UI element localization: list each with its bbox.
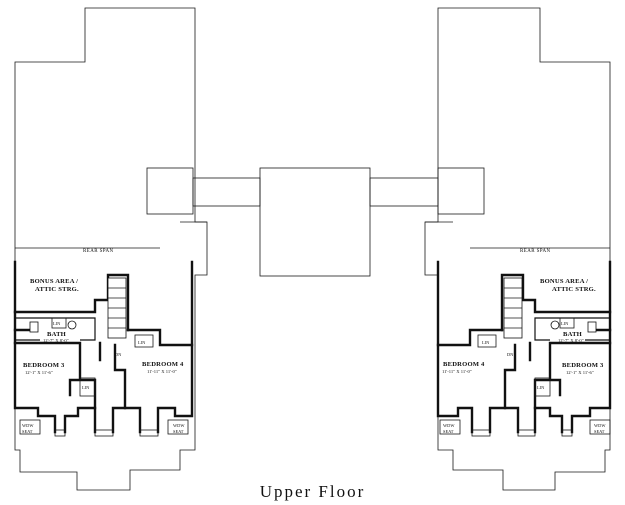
left-rear-span-label: REAR SPAN (83, 249, 114, 254)
left-bedroom3-label: BEDROOM 3 (23, 362, 65, 369)
right-lin-box-3 (534, 377, 551, 397)
right-wdw-seat-bay-1 (439, 419, 461, 435)
right-rear-span-label: REAR SPAN (520, 249, 551, 254)
right-dn-label: DN (507, 352, 514, 357)
right-bedroom3-label: BEDROOM 3 (562, 362, 604, 369)
left-breezeway (192, 177, 261, 207)
right-lin-label-2: LIN (482, 340, 490, 345)
left-bonus-label-1: BONUS AREA / (30, 278, 78, 285)
left-bath-dim: 12'-7" X 8'-0" (43, 338, 69, 343)
right-sink-icon (550, 320, 560, 330)
left-wdw-label-1: WDW (22, 423, 34, 428)
right-lin-box-2 (477, 334, 497, 348)
right-roof-outline (424, 7, 611, 491)
left-unit: REAR SPAN BONUS AREA / ATTIC STRG. BATH … (13, 7, 208, 491)
left-lin-box-3 (79, 377, 96, 397)
right-lin-label-1: LIN (561, 321, 569, 326)
left-bedroom4-label: BEDROOM 4 (142, 361, 184, 368)
left-window-1 (54, 429, 66, 437)
right-wdw-seat-bay-2 (589, 419, 611, 435)
right-breezeway (369, 177, 439, 207)
right-wdw-label-2: WDW (594, 423, 606, 428)
right-seat-label-2: SEAT (594, 429, 605, 434)
right-window-1 (561, 429, 573, 437)
right-bedroom4-dim: 11'-11" X 11'-0" (442, 369, 472, 374)
right-lin-box-1 (559, 317, 575, 329)
left-wing-block (146, 167, 194, 215)
left-window-2 (94, 429, 114, 437)
left-bedroom3-dim: 12'-1" X 11'-6" (25, 370, 53, 375)
right-unit: REAR SPAN BONUS AREA / ATTIC STRG. BATH … (424, 7, 612, 491)
left-roof-outline (14, 7, 208, 491)
left-window-3 (139, 429, 159, 437)
center-block (259, 167, 371, 277)
right-window-3 (471, 429, 491, 437)
left-wdw-seat-bay-1 (19, 419, 41, 435)
right-toilet-icon (587, 321, 597, 333)
left-wdw-label-2: WDW (173, 423, 185, 428)
left-inner-walls (13, 328, 194, 410)
left-lin-label-1: LIN (53, 321, 61, 326)
left-lin-label-3: LIN (82, 385, 90, 390)
left-lin-label-2: LIN (138, 340, 146, 345)
left-sink-icon (67, 320, 77, 330)
left-seat-label-2: SEAT (173, 429, 184, 434)
right-bedroom4-label: BEDROOM 4 (443, 361, 485, 368)
left-toilet-icon (29, 321, 39, 333)
left-dn-label: DN (115, 352, 122, 357)
right-bonus-label-1: BONUS AREA / (540, 278, 588, 285)
right-bath-label: BATH (563, 331, 583, 338)
right-window-2 (517, 429, 536, 437)
right-lin-label-3: LIN (537, 385, 545, 390)
left-wdw-seat-bay-2 (167, 419, 189, 435)
right-wing-block (437, 167, 485, 215)
left-lin-box-1 (51, 317, 67, 329)
right-bath-dim: 12'-7" X 8'-0" (558, 338, 584, 343)
left-exterior-walls (13, 260, 194, 434)
left-bath-label: BATH (47, 331, 67, 338)
left-bedroom4-dim: 11'-11" X 11'-0" (147, 369, 177, 374)
right-inner-walls (436, 328, 612, 410)
left-lin-box-2 (134, 334, 154, 348)
right-wdw-label-1: WDW (443, 423, 455, 428)
left-stair-treads (108, 287, 126, 329)
left-seat-label-1: SEAT (22, 429, 33, 434)
right-stair-treads (504, 287, 522, 329)
right-bonus-label-2: ATTIC STRG. (552, 286, 596, 293)
plan-caption: Upper Floor (259, 482, 366, 501)
right-bedroom3-dim: 12'-1" X 11'-6" (566, 370, 594, 375)
right-seat-label-1: SEAT (443, 429, 454, 434)
left-bonus-label-2: ATTIC STRG. (35, 286, 79, 293)
